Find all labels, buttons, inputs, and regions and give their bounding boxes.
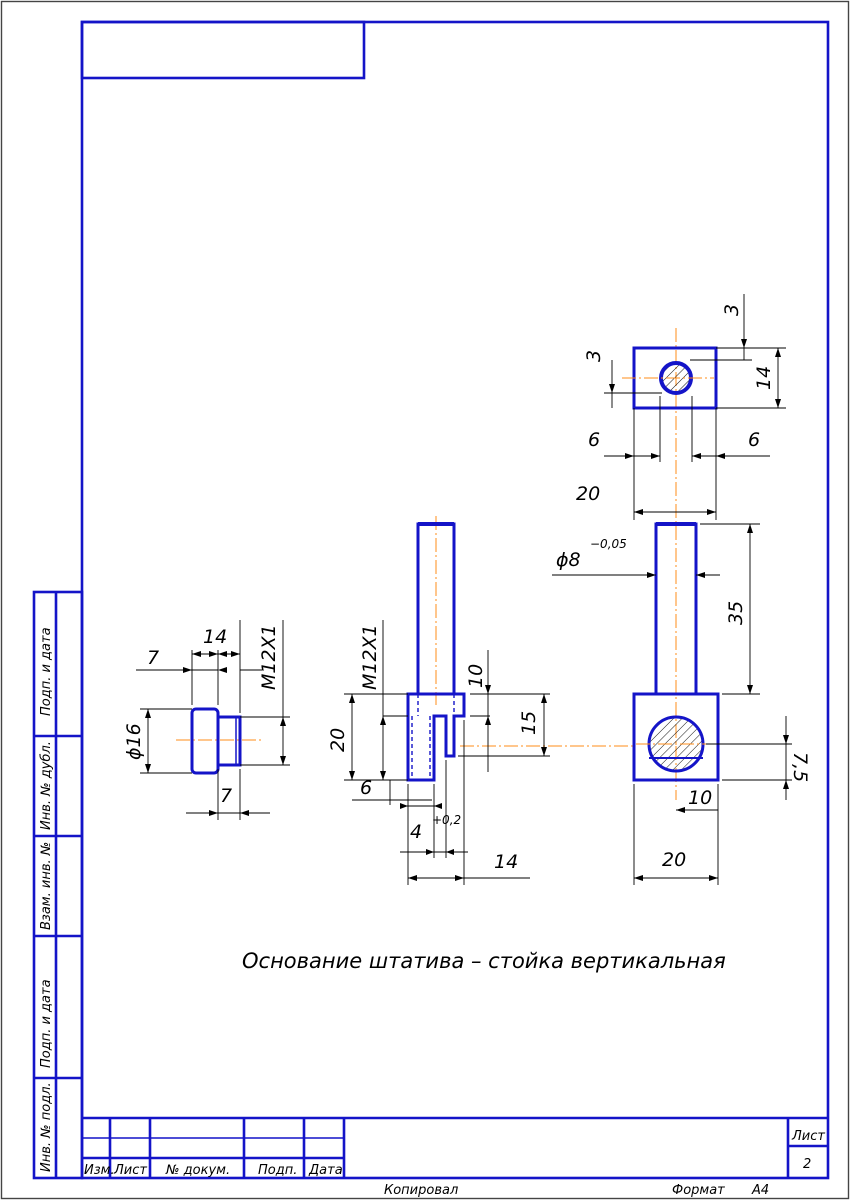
front-dim-7-5: 7,5 xyxy=(789,752,811,782)
top-dim-20: 20 xyxy=(576,483,600,505)
top-dim-14: 14 xyxy=(753,366,775,390)
sheet-number: 2 xyxy=(803,1157,811,1172)
top-view: 14 3 3 6 6 20 xyxy=(576,294,786,520)
title-block: Изм. Лист № докум. Подп. Дата Лист 2 Коп… xyxy=(82,1116,828,1198)
col-doc-number: № докум. xyxy=(165,1163,230,1178)
side-dim-14: 14 xyxy=(494,851,518,873)
front-dim-35: 35 xyxy=(725,601,747,625)
col-list: Лист xyxy=(113,1163,147,1178)
knob-dim-7-top: 7 xyxy=(147,647,159,669)
col-izm: Изм. xyxy=(84,1163,115,1178)
top-stamp-box xyxy=(80,20,366,80)
stamp-inv-podl: Инв. № подл. xyxy=(39,1082,54,1172)
side-dim-4: 4 xyxy=(410,821,422,843)
format-label: Формат xyxy=(672,1183,725,1198)
knob-view: 7 14 M12X1 ϕ16 7 xyxy=(123,620,290,820)
front-dim-10: 10 xyxy=(688,787,712,809)
front-tol-d8: −0,05 xyxy=(590,537,627,551)
front-view: ϕ8 −0,05 35 7,5 10 20 xyxy=(552,328,811,885)
col-data: Дата xyxy=(308,1163,343,1178)
top-dim-3-left: 3 xyxy=(583,350,605,362)
format-value: А4 xyxy=(751,1183,769,1198)
side-tol-02: +0,2 xyxy=(432,813,461,827)
col-podp: Подп. xyxy=(258,1163,297,1178)
stamp-vzam-inv: Взам. инв. № xyxy=(39,842,54,930)
front-dim-d8: ϕ8 xyxy=(556,549,581,571)
knob-dim-14: 14 xyxy=(203,626,227,648)
knob-dim-d16: ϕ16 xyxy=(123,723,145,760)
side-thread: M12X1 xyxy=(359,624,381,690)
side-dim-20: 20 xyxy=(327,728,349,752)
stamp-podp-data-2: Подп. и дата xyxy=(39,627,54,716)
top-dim-6-right: 6 xyxy=(748,429,760,451)
drawing-title: Основание штатива – стойка вертикальная xyxy=(242,949,726,973)
side-dim-6: 6 xyxy=(360,777,372,799)
knob-thread: M12X1 xyxy=(258,624,280,690)
knob-dim-7-bottom: 7 xyxy=(220,785,232,807)
side-view: M12X1 10 15 20 6 4 +0,2 14 xyxy=(327,516,636,885)
copied-label: Копировал xyxy=(384,1183,458,1198)
stamp-podp-data-1: Подп. и дата xyxy=(39,979,54,1068)
top-dim-3-right: 3 xyxy=(721,304,743,316)
front-dim-20: 20 xyxy=(662,849,686,871)
side-dim-10: 10 xyxy=(465,664,487,688)
top-dim-6-left: 6 xyxy=(588,429,600,451)
side-stamp: Инв. № подл. Подп. и дата Взам. инв. № И… xyxy=(32,590,84,1180)
sheet-label: Лист xyxy=(791,1129,825,1144)
side-dim-15: 15 xyxy=(518,711,540,735)
stamp-inv-dubl: Инв. № дубл. xyxy=(39,741,54,830)
